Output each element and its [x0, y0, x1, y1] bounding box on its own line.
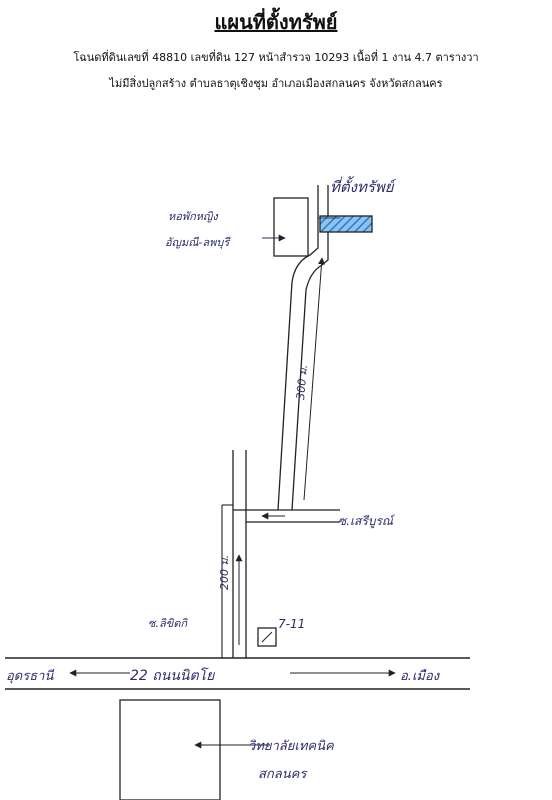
distance-300-label: 300 ม. — [294, 364, 310, 400]
dorm-building — [273, 197, 309, 257]
cross-soi — [233, 509, 340, 523]
road-left-label: อุดรธานี — [6, 668, 55, 684]
property-label: ที่ตั้งทรัพย์ — [330, 176, 397, 196]
main-road — [5, 657, 470, 690]
location-info-line: ไม่มีสิ่งปลูกสร้าง ตำบลธาตุเชิงชุม อำเภอ… — [109, 77, 443, 90]
upper-road — [277, 185, 329, 511]
upper-arrow — [303, 257, 326, 501]
school-label-1: วิทยาลัยเทคนิค — [248, 739, 335, 754]
property-parcel — [319, 215, 373, 233]
page-title: แผนที่ตั้งทรัพย์ — [214, 10, 338, 34]
soi-left-label: ซ.ลิขิตกิ — [148, 617, 188, 630]
school-label-2: สกลนคร — [258, 767, 308, 782]
school-building — [119, 699, 221, 800]
road-name-label: 22 ถนนนิตโย — [130, 667, 215, 684]
road-right-label: อ.เมือง — [400, 669, 441, 684]
store-box — [257, 627, 277, 647]
soi-right-label: ซ.เสรีบูรณ์ — [338, 514, 396, 529]
distance-200-label: 200 ม. — [218, 555, 231, 590]
deed-info-line: โฉนดที่ดินเลขที่ 48810 เลขที่ดิน 127 หน้… — [73, 51, 479, 64]
store-label: 7-11 — [278, 617, 305, 631]
dorm-label-2: อัญมณี-ลพบุรี — [165, 236, 231, 249]
dorm-label-1: หอพักหญิง — [168, 210, 219, 223]
soi-lower — [221, 450, 247, 658]
